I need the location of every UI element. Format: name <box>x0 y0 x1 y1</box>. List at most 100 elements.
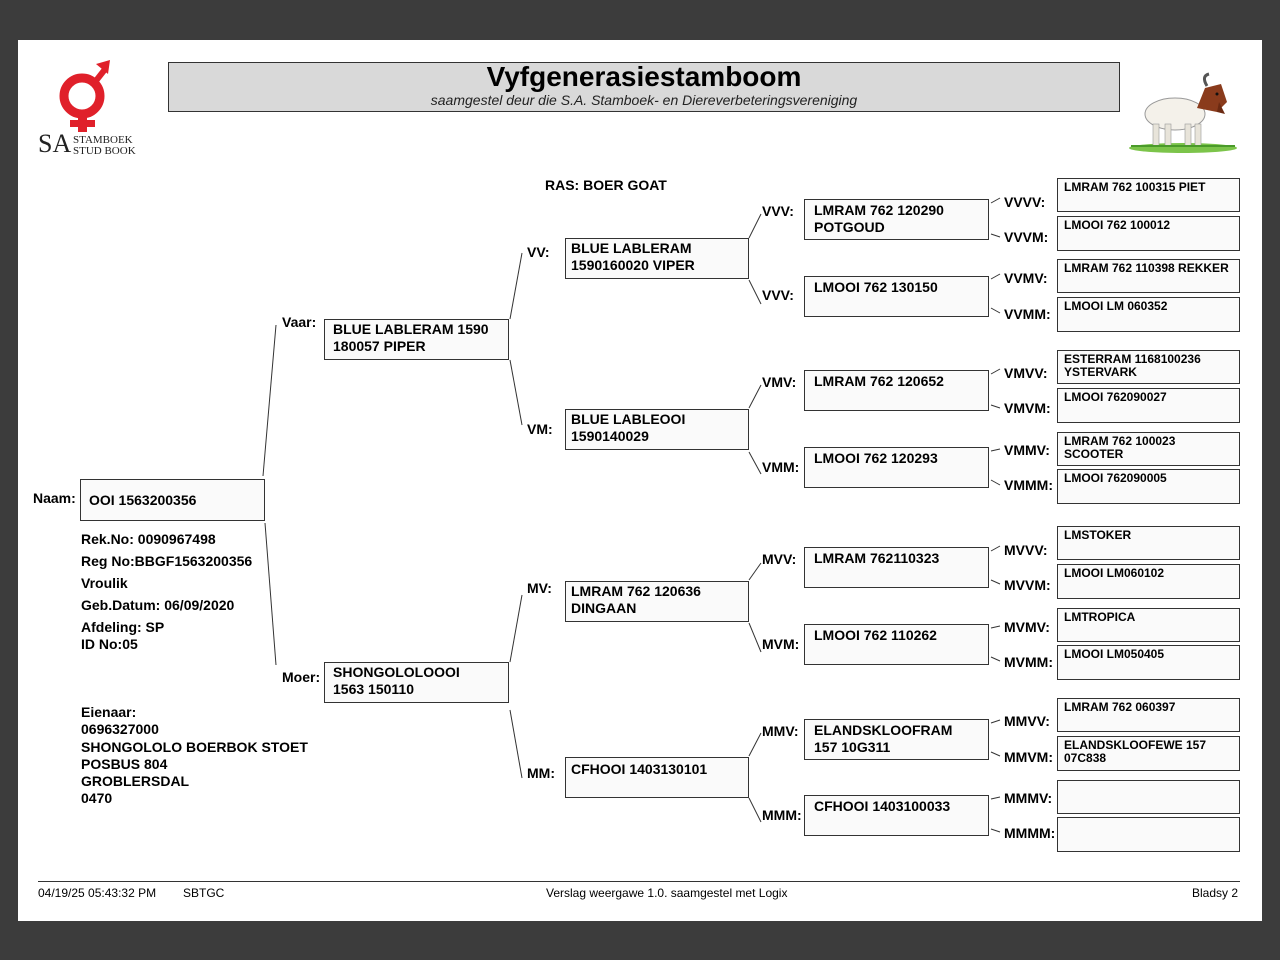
gen4-label: MVM: <box>762 636 800 652</box>
gen5-label: VVVM: <box>1004 229 1049 245</box>
footer-report: Verslag weergawe 1.0. saamgestel met Log… <box>546 886 788 900</box>
gen3-box: LMRAM 762 120636 DINGAAN <box>565 581 749 622</box>
gen5-box: ELANDSKLOOFEWE 157 07C838 <box>1057 736 1240 771</box>
gen5-name: LMSTOKER <box>1064 528 1132 542</box>
owner-line: 0470 <box>81 790 113 806</box>
gen4-label: VVV: <box>762 287 794 303</box>
gen3-box: BLUE LABLEOOI 1590140029 <box>565 409 749 450</box>
gen4-name: LMOOI 762 130150 <box>814 279 938 295</box>
gen5-label: MVVV: <box>1004 542 1048 558</box>
logo-line1: STAMBOEK <box>73 134 133 146</box>
gen4-box: CFHOOI 1403100033 <box>804 795 989 836</box>
gen5-label: VMMM: <box>1004 477 1053 493</box>
gen5-name: LMTROPICA <box>1064 610 1136 624</box>
subject-box: OOI 1563200356 <box>80 479 265 521</box>
gen5-box: LMOOI 762 100012 <box>1057 216 1240 251</box>
gen3-name: BLUE LABLERAM 1590160020 VIPER <box>571 240 695 273</box>
owner-label: Eienaar: <box>81 704 137 720</box>
gen4-label: MVV: <box>762 551 797 567</box>
gen5-label: MMMV: <box>1004 790 1053 806</box>
gen5-box: LMOOI LM 060352 <box>1057 297 1240 332</box>
gen4-name: ELANDSKLOOFRAM 157 10G311 <box>814 722 953 755</box>
gen5-box: LMOOI LM060102 <box>1057 564 1240 599</box>
footer-code: SBTGC <box>183 886 225 900</box>
birth-date: Geb.Datum: 06/09/2020 <box>81 597 235 613</box>
id-no: ID No:05 <box>81 636 138 652</box>
boer-goat-image <box>1125 68 1240 153</box>
gen5-label: VVMV: <box>1004 270 1048 286</box>
gen4-box: ELANDSKLOOFRAM 157 10G311 <box>804 719 989 760</box>
gen5-box: LMRAM 762 110398 REKKER <box>1057 259 1240 293</box>
gen4-box: LMRAM 762110323 <box>804 547 989 588</box>
gen5-name: LMRAM 762 060397 <box>1064 700 1176 714</box>
gen5-name: LMOOI LM 060352 <box>1064 299 1168 313</box>
gen3-name: LMRAM 762 120636 DINGAAN <box>571 583 701 616</box>
gen5-box: LMSTOKER <box>1057 526 1240 560</box>
dam-name: SHONGOLOLOOOI 1563 150110 <box>333 664 460 697</box>
gen4-name: LMOOI 762 110262 <box>814 627 937 643</box>
rek-no: Rek.No: 0090967498 <box>81 531 216 547</box>
gen4-box: LMOOI 762 120293 <box>804 447 989 488</box>
reg-no: Reg No:BBGF1563200356 <box>81 553 253 569</box>
gen5-box <box>1057 817 1240 852</box>
gen3-label: MV: <box>527 580 552 596</box>
gen5-name: LMRAM 762 100315 PIET <box>1064 180 1206 194</box>
owner-line: 0696327000 <box>81 721 159 737</box>
subject-label: Naam: <box>33 490 76 506</box>
gen5-box: LMOOI 762090027 <box>1057 388 1240 423</box>
gen4-label: MMV: <box>762 723 799 739</box>
dam-box: SHONGOLOLOOOI 1563 150110 <box>324 662 509 703</box>
gen5-box: LMRAM 762 060397 <box>1057 698 1240 732</box>
subject-name: OOI 1563200356 <box>89 492 197 508</box>
gen5-box: ESTERRAM 1168100236 YSTERVARK <box>1057 350 1240 384</box>
owner-line: POSBUS 804 <box>81 756 168 772</box>
gen5-name: LMOOI 762 100012 <box>1064 218 1171 232</box>
gen3-label: MM: <box>527 765 555 781</box>
gen5-box: LMRAM 762 100023 SCOOTER <box>1057 432 1240 466</box>
gen4-box: LMOOI 762 130150 <box>804 276 989 317</box>
gen5-name: ESTERRAM 1168100236 YSTERVARK <box>1064 352 1201 379</box>
gen4-box: LMRAM 762 120652 <box>804 370 989 411</box>
gen5-name: LMRAM 762 100023 SCOOTER <box>1064 434 1176 461</box>
gen3-name: BLUE LABLEOOI 1590140029 <box>571 411 686 444</box>
page-title: Vyfgenerasiestamboom <box>486 61 802 92</box>
gen4-name: LMRAM 762 120290 POTGOUD <box>814 202 944 235</box>
gen5-label: MVMV: <box>1004 619 1050 635</box>
gen5-label: VVMM: <box>1004 306 1051 322</box>
gen5-label: VMMV: <box>1004 442 1050 458</box>
division: Afdeling: SP <box>81 619 165 635</box>
gen4-label: VVV: <box>762 203 794 219</box>
gen5-label: VVVV: <box>1004 194 1046 210</box>
gen5-name: LMRAM 762 110398 REKKER <box>1064 261 1229 275</box>
gen5-box: LMOOI LM050405 <box>1057 645 1240 680</box>
gen5-name: LMOOI LM060102 <box>1064 566 1165 580</box>
gen5-name: LMOOI LM050405 <box>1064 647 1165 661</box>
gen5-label: VMVM: <box>1004 400 1051 416</box>
gen4-name: CFHOOI 1403100033 <box>814 798 951 814</box>
gen4-name: LMOOI 762 120293 <box>814 450 938 466</box>
page-subtitle: saamgestel deur die S.A. Stamboek- en Di… <box>430 92 858 108</box>
gen5-name: ELANDSKLOOFEWE 157 07C838 <box>1064 738 1207 765</box>
breed-label: RAS: BOER GOAT <box>545 177 667 193</box>
gen5-label: MMMM: <box>1004 825 1056 841</box>
gen5-name <box>1058 781 1239 783</box>
sa-studbook-logo <box>38 58 138 160</box>
owner-line: GROBLERSDAL <box>81 773 190 789</box>
gen4-name: LMRAM 762 120652 <box>814 373 944 389</box>
gen3-label: VV: <box>527 244 550 260</box>
gen3-name: CFHOOI 1403130101 <box>571 761 708 777</box>
gen3-box: BLUE LABLERAM 1590160020 VIPER <box>565 238 749 279</box>
gen5-name <box>1058 818 1239 820</box>
gen3-box: CFHOOI 1403130101 <box>565 757 749 798</box>
footer-page: Bladsy 2 <box>1192 886 1239 900</box>
gen4-box: LMOOI 762 110262 <box>804 624 989 665</box>
studbook-emblem-icon <box>59 60 110 132</box>
gen4-box: LMRAM 762 120290 POTGOUD <box>804 199 989 240</box>
logo-initials: SA <box>38 129 72 158</box>
gen4-name: LMRAM 762110323 <box>814 550 940 566</box>
gen5-name: LMOOI 762090027 <box>1064 390 1167 404</box>
gen5-label: MVVM: <box>1004 577 1051 593</box>
gen5-label: MMVV: <box>1004 713 1050 729</box>
gen4-label: MMM: <box>762 807 802 823</box>
gen5-box: LMOOI 762090005 <box>1057 469 1240 504</box>
